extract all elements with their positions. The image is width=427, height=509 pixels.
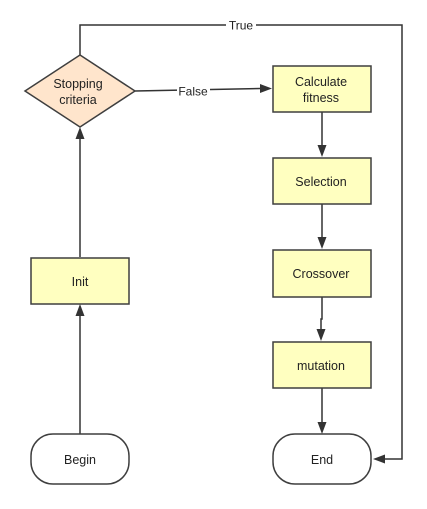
edge-label-true: True <box>229 19 254 33</box>
arrowhead <box>373 454 385 464</box>
arrowhead <box>317 237 327 249</box>
edge-begin-to-init <box>75 304 85 434</box>
node-selection-label: Selection <box>295 175 346 189</box>
edge-init-to-stopping-criteria <box>75 127 85 257</box>
arrowhead <box>75 127 85 139</box>
node-calculate-fitness-line2: fitness <box>303 91 339 105</box>
arrowhead <box>260 84 272 93</box>
edge-selection-to-crossover <box>317 204 327 249</box>
edge-calculate-fitness-to-selection <box>317 112 327 157</box>
arrowhead <box>317 422 327 434</box>
arrowhead <box>75 304 85 316</box>
edge-mutation-to-end <box>317 388 327 434</box>
node-crossover: Crossover <box>272 249 372 298</box>
node-init: Init <box>30 257 130 305</box>
arrowhead <box>316 329 326 341</box>
node-end: End <box>272 433 372 485</box>
node-calculate-fitness: Calculate fitness <box>272 65 372 113</box>
node-crossover-label: Crossover <box>293 267 350 281</box>
edge-true-to-end: True <box>79 17 403 464</box>
node-stopping-criteria-line1: Stopping <box>53 77 102 91</box>
node-begin-label: Begin <box>64 453 96 467</box>
node-stopping-criteria: Stopping criteria <box>23 54 137 128</box>
arrowhead <box>317 145 327 157</box>
node-init-label: Init <box>72 275 89 289</box>
node-begin: Begin <box>30 433 130 485</box>
node-selection: Selection <box>272 157 372 205</box>
node-stopping-criteria-line2: criteria <box>59 93 97 107</box>
node-mutation-label: mutation <box>297 359 345 373</box>
edge-false-to-calculate-fitness: False <box>134 83 272 99</box>
edge-label-false: False <box>178 85 208 99</box>
node-end-label: End <box>311 453 333 467</box>
node-calculate-fitness-line1: Calculate <box>295 75 347 89</box>
edge-crossover-to-mutation <box>316 297 326 341</box>
node-mutation: mutation <box>272 341 372 389</box>
